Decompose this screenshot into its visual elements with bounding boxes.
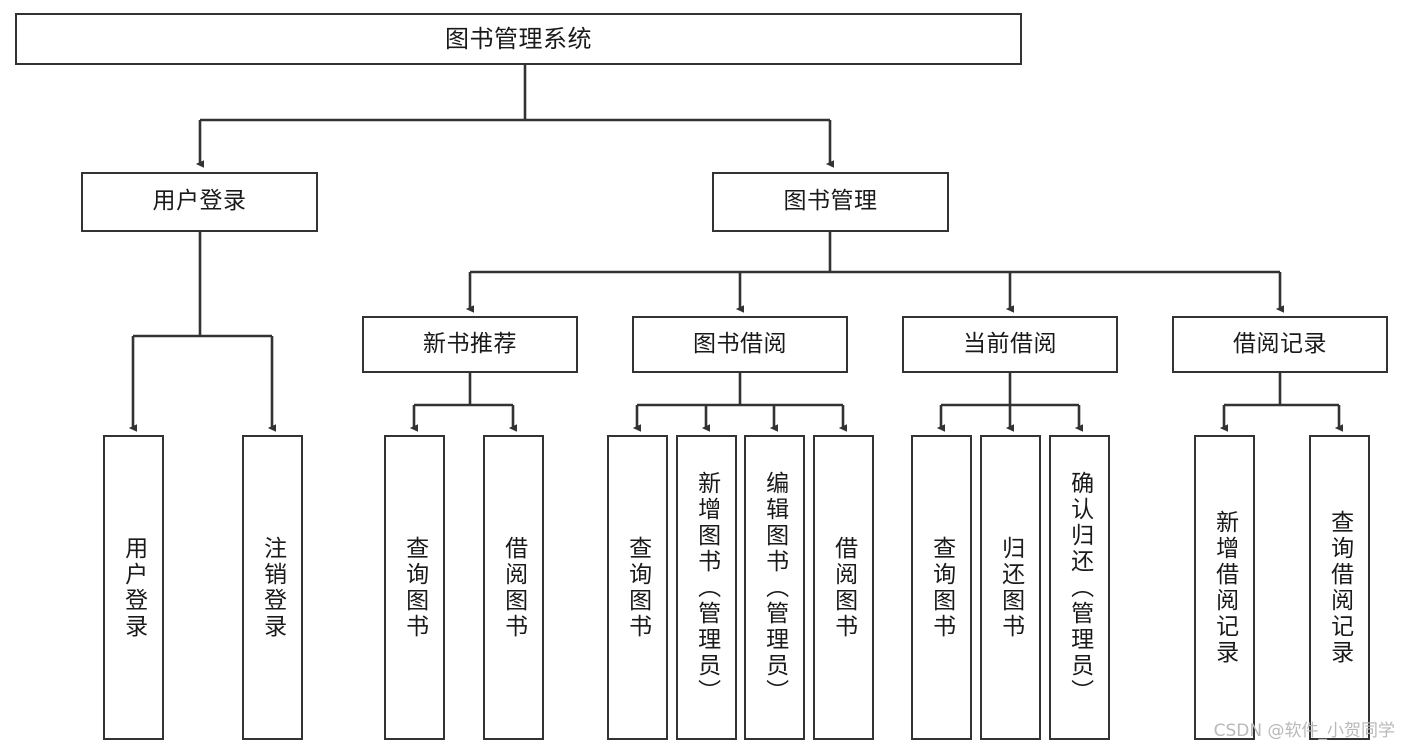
node-leaf-confirm-return-label: 确认归还（管理员） [1066,470,1093,705]
node-leaf-query-book-2[interactable]: 查询图书 [607,435,668,740]
node-leaf-borrow-book-2-label: 借阅图书 [830,535,857,640]
node-leaf-query-record[interactable]: 查询借阅记录 [1309,435,1370,740]
node-leaf-query-book-3-label: 查询图书 [928,535,955,640]
node-leaf-borrow-book-2[interactable]: 借阅图书 [813,435,874,740]
node-new-book-rec-label: 新书推荐 [423,330,517,357]
node-leaf-confirm-return[interactable]: 确认归还（管理员） [1049,435,1110,740]
node-leaf-user-login-label: 用户登录 [120,535,147,640]
node-leaf-add-book-label: 新增图书（管理员） [693,470,720,705]
node-user-login-label: 用户登录 [152,188,247,215]
node-leaf-borrow-book-1[interactable]: 借阅图书 [483,435,544,740]
node-leaf-add-book[interactable]: 新增图书（管理员） [676,435,737,740]
node-leaf-add-record-label: 新增借阅记录 [1211,509,1238,666]
node-leaf-query-book-2-label: 查询图书 [624,535,651,640]
node-root-system-label: 图书管理系统 [445,24,592,53]
node-leaf-user-login[interactable]: 用户登录 [103,435,164,740]
node-book-manage[interactable]: 图书管理 [712,172,949,232]
node-leaf-query-book-1-label: 查询图书 [401,535,428,640]
node-borrow-record[interactable]: 借阅记录 [1172,316,1388,373]
node-leaf-logout[interactable]: 注销登录 [242,435,303,740]
node-leaf-logout-label: 注销登录 [259,535,286,640]
node-leaf-query-book-3[interactable]: 查询图书 [911,435,972,740]
node-leaf-query-book-1[interactable]: 查询图书 [384,435,445,740]
node-borrow-record-label: 借阅记录 [1233,330,1327,357]
node-leaf-query-record-label: 查询借阅记录 [1326,509,1353,666]
node-current-borrow-label: 当前借阅 [963,330,1057,357]
node-user-login[interactable]: 用户登录 [81,172,318,232]
node-leaf-edit-book[interactable]: 编辑图书（管理员） [744,435,805,740]
node-new-book-rec[interactable]: 新书推荐 [362,316,578,373]
csdn-watermark: CSDN @软件_小贺同学 [1213,721,1395,741]
node-book-borrow-label: 图书借阅 [693,330,787,357]
node-leaf-return-book-label: 归还图书 [997,535,1024,640]
node-book-borrow[interactable]: 图书借阅 [632,316,848,373]
node-root-system[interactable]: 图书管理系统 [15,13,1022,65]
node-book-manage-label: 图书管理 [783,188,878,215]
node-leaf-add-record[interactable]: 新增借阅记录 [1194,435,1255,740]
node-current-borrow[interactable]: 当前借阅 [902,316,1118,373]
node-leaf-borrow-book-1-label: 借阅图书 [500,535,527,640]
node-leaf-edit-book-label: 编辑图书（管理员） [761,470,788,705]
node-leaf-return-book[interactable]: 归还图书 [980,435,1041,740]
